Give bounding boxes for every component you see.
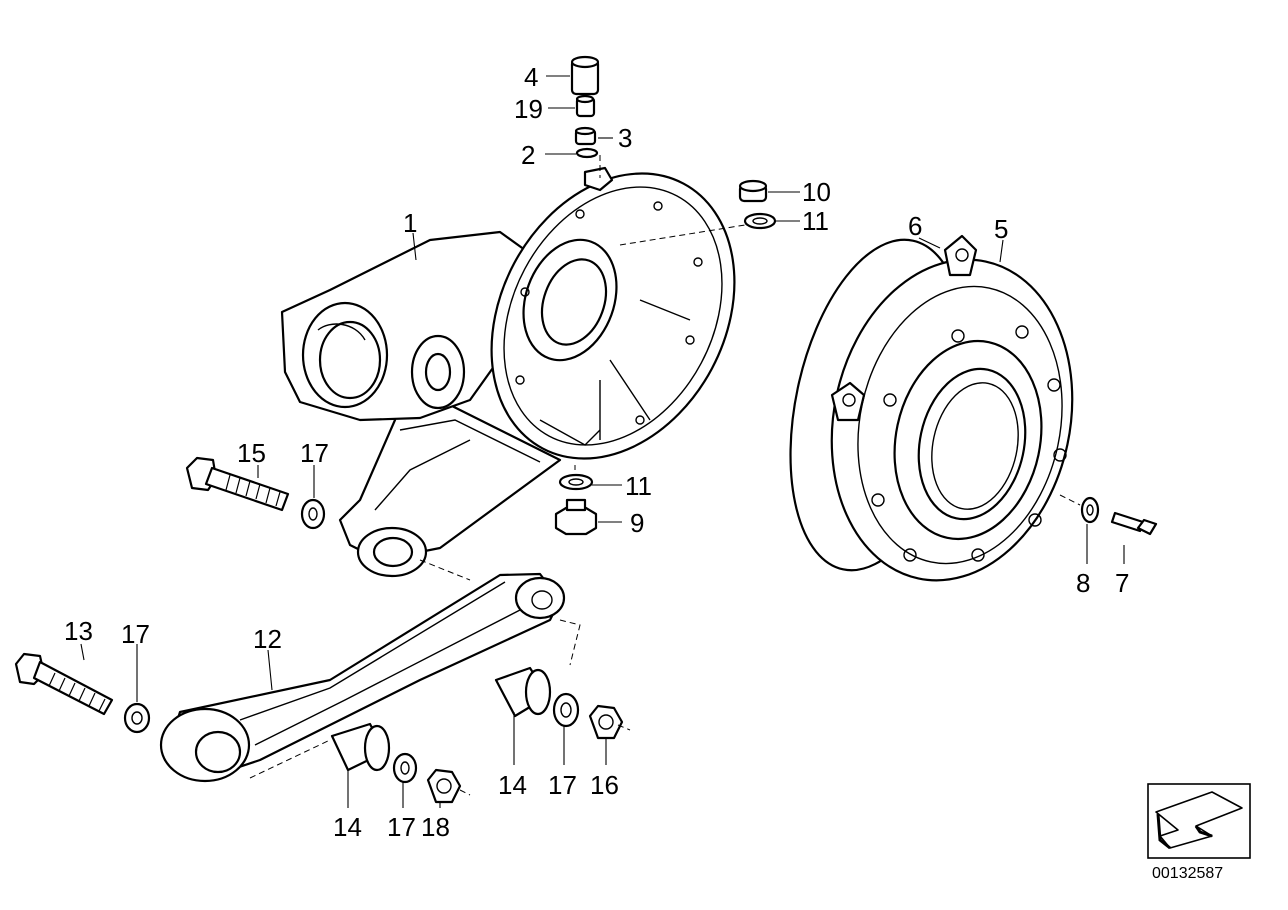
- part-4-sleeve[interactable]: [570, 55, 600, 96]
- callout-14-a: 14: [498, 770, 527, 800]
- part-17-washer-a[interactable]: [300, 498, 326, 530]
- callout-11-bottom: 11: [625, 471, 652, 501]
- part-13-bolt[interactable]: [14, 652, 114, 716]
- callout-14-b: 14: [333, 812, 362, 842]
- callout-3: 3: [618, 123, 632, 153]
- reference-number: 00132587: [1152, 865, 1223, 882]
- part-14-bushing-a[interactable]: [494, 666, 552, 718]
- part-1-housing[interactable]: [280, 131, 782, 578]
- callout-17-b: 17: [121, 619, 150, 649]
- callout-2: 2: [521, 140, 535, 170]
- callout-17-a: 17: [300, 438, 329, 468]
- callout-1: 1: [403, 208, 417, 238]
- callout-9: 9: [630, 508, 644, 538]
- callout-10: 10: [802, 177, 831, 207]
- callout-16: 16: [590, 770, 619, 800]
- callout-13: 13: [64, 616, 93, 646]
- part-17-washer-d[interactable]: [392, 752, 418, 784]
- part-18-nut[interactable]: [426, 768, 462, 804]
- callout-8: 8: [1076, 568, 1090, 598]
- part-9-drain-plug[interactable]: [554, 498, 598, 536]
- part-8-washer[interactable]: [1080, 496, 1100, 524]
- part-17-washer-b[interactable]: [123, 702, 151, 734]
- part-3-spring[interactable]: [574, 126, 597, 146]
- callout-4: 4: [524, 62, 538, 92]
- reference-box: 00132587: [1147, 783, 1251, 882]
- part-14-bushing-b[interactable]: [330, 722, 391, 772]
- part-12-strut-rod[interactable]: [159, 572, 566, 783]
- part-11-seal-top[interactable]: [743, 212, 777, 230]
- callout-15: 15: [237, 438, 266, 468]
- callout-18: 18: [421, 812, 450, 842]
- part-19-bushing[interactable]: [575, 94, 596, 118]
- part-5-cover[interactable]: [803, 234, 1101, 603]
- part-17-washer-c[interactable]: [552, 692, 580, 728]
- callout-19: 19: [514, 94, 543, 124]
- callout-17-d: 17: [387, 812, 416, 842]
- part-10-plug[interactable]: [738, 179, 768, 203]
- callout-7: 7: [1115, 568, 1129, 598]
- part-11-seal-bottom[interactable]: [558, 473, 594, 491]
- part-16-nut[interactable]: [588, 704, 624, 740]
- leader-lines: [80, 75, 1125, 808]
- callout-5: 5: [994, 214, 1008, 244]
- callout-labels: 4 19 3 2 1 10 11 6 5 15 17 11 9 8 7 13 1…: [64, 62, 1129, 842]
- callout-17-c: 17: [548, 770, 577, 800]
- arrow-icon: [1155, 791, 1243, 850]
- part-2-o-ring[interactable]: [575, 147, 599, 159]
- part-7-bolt[interactable]: [1110, 511, 1158, 536]
- callout-6: 6: [908, 211, 922, 241]
- assembly-lines: [249, 155, 1081, 796]
- part-15-bolt[interactable]: [185, 456, 290, 512]
- callout-11-top: 11: [802, 206, 829, 236]
- callout-12: 12: [253, 624, 282, 654]
